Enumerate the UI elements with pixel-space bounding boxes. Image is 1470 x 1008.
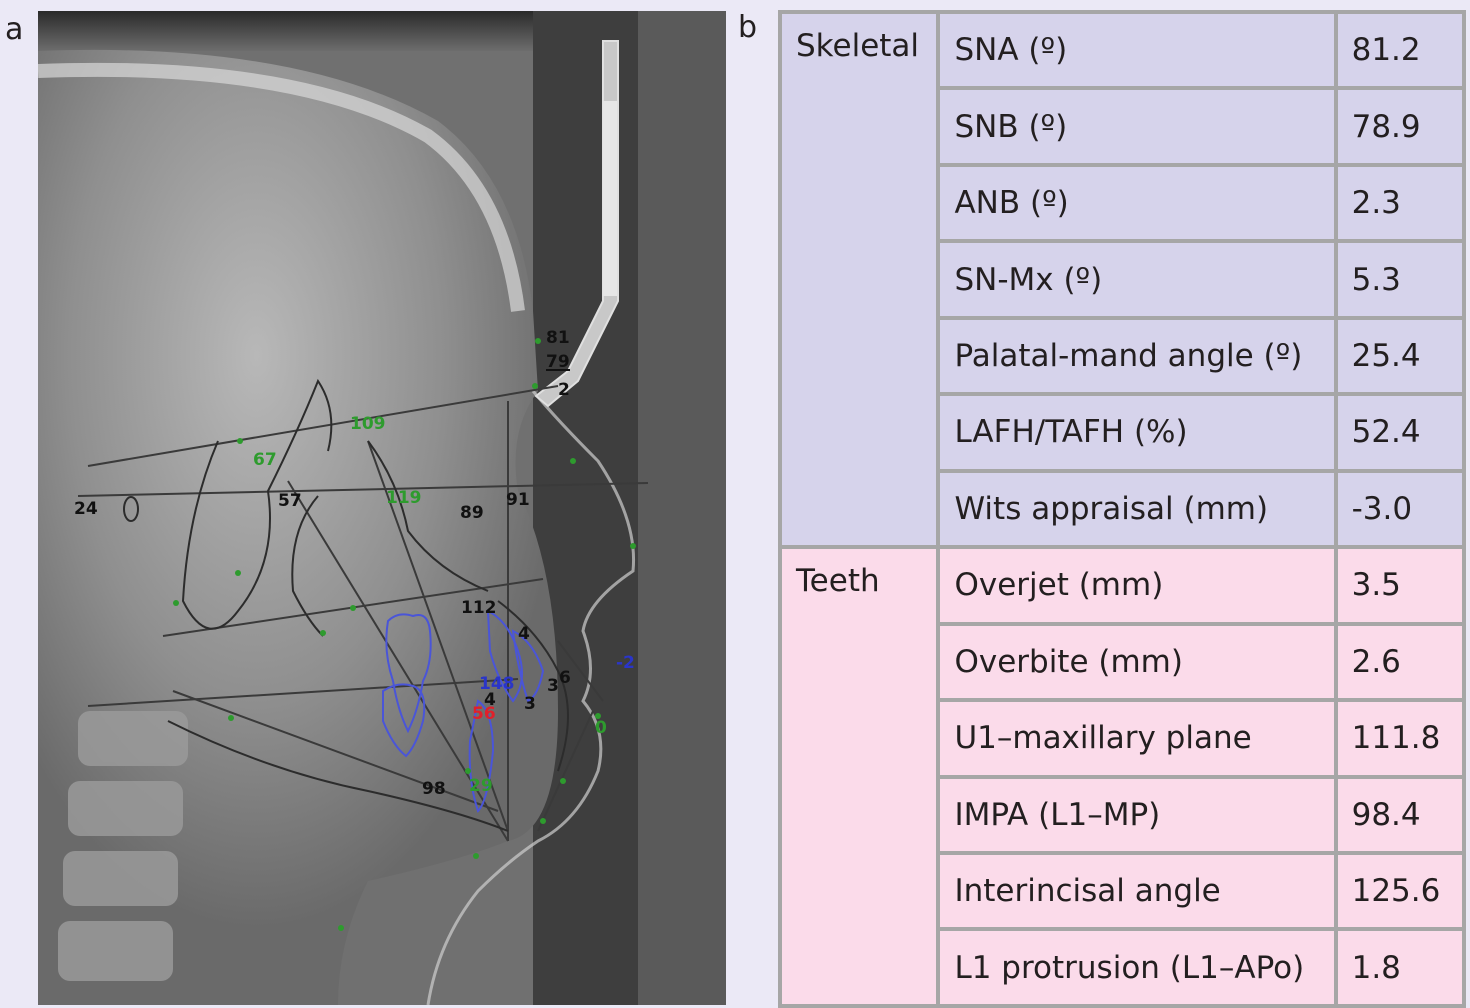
measure-name: Palatal-mand angle (º) xyxy=(940,319,1334,393)
cephalogram-drawing: 81 79 2 109 67 24 57 119 89 91 112 4 -2 … xyxy=(38,11,726,1005)
measure-value: 111.8 xyxy=(1337,702,1462,775)
table-row: Teeth Overjet (mm) 3.5 xyxy=(782,549,1462,1004)
cephalometric-radiograph: 81 79 2 109 67 24 57 119 89 91 112 4 -2 … xyxy=(38,11,726,1005)
annotation-148: 148 xyxy=(479,674,515,694)
group-teeth-label: Teeth xyxy=(782,549,937,1004)
annotation-67: 67 xyxy=(253,450,277,470)
annotation-56: 56 xyxy=(472,704,496,724)
measure-name: L1 protrusion (L1–APo) xyxy=(940,931,1334,1004)
annotation-112: 112 xyxy=(461,598,497,618)
annotation-29: 29 xyxy=(469,776,493,796)
panel-label-b: b xyxy=(738,10,758,45)
measure-name: ANB (º) xyxy=(940,166,1334,240)
measure-name: SNB (º) xyxy=(940,90,1334,163)
measure-value: 52.4 xyxy=(1337,396,1462,469)
table-row: L1 protrusion (L1–APo) 1.8 xyxy=(782,931,1462,1004)
table-row: U1–maxillary plane 111.8 xyxy=(782,702,1462,775)
measure-value: 3.5 xyxy=(1337,549,1462,622)
table-row: Skeletal SNA (º) 81.2 xyxy=(782,14,1462,546)
measure-name: Wits appraisal (mm) xyxy=(940,472,1334,546)
measure-value: 1.8 xyxy=(1337,931,1462,1004)
table-row: LAFH/TAFH (%) 52.4 xyxy=(782,396,1462,469)
measure-name: U1–maxillary plane xyxy=(940,702,1334,775)
annotation-89: 89 xyxy=(460,503,484,523)
annotation-3-upper: 3 xyxy=(547,676,559,696)
table-row: Interincisal angle 125.6 xyxy=(782,854,1462,928)
table-row: SNB (º) 78.9 xyxy=(782,90,1462,163)
table-row: Wits appraisal (mm) -3.0 xyxy=(782,472,1462,546)
table-row: ANB (º) 2.3 xyxy=(782,166,1462,240)
annotation-98: 98 xyxy=(422,779,446,799)
annotation-24: 24 xyxy=(74,499,98,519)
measure-name: SN-Mx (º) xyxy=(940,243,1334,316)
measure-value: 2.3 xyxy=(1337,166,1462,240)
annotation-minus-2: -2 xyxy=(616,653,635,673)
panel-label-a: a xyxy=(5,12,24,47)
annotation-0: 0 xyxy=(595,718,607,738)
annotation-91: 91 xyxy=(506,490,530,510)
measure-name: Interincisal angle xyxy=(940,854,1334,928)
annotation-4-lower: 4 xyxy=(484,690,496,710)
group-skeletal-label: Skeletal xyxy=(782,14,937,546)
measure-value: 2.6 xyxy=(1337,625,1462,699)
sna-annotation: 81 xyxy=(546,328,570,348)
table-row: Palatal-mand angle (º) 25.4 xyxy=(782,319,1462,393)
measure-value: 125.6 xyxy=(1337,854,1462,928)
table-row: SN-Mx (º) 5.3 xyxy=(782,243,1462,316)
annotation-3-lower: 3 xyxy=(524,694,536,714)
snb-annotation: 79 xyxy=(546,352,570,372)
measure-name: IMPA (L1–MP) xyxy=(940,778,1334,851)
cephalometric-measurements-table: Skeletal SNA (º) 81.2 SNB (º) 78.9 ANB (… xyxy=(778,10,1466,1008)
anb-annotation: 2 xyxy=(558,380,570,400)
measure-value: 25.4 xyxy=(1337,319,1462,393)
measure-value: 78.9 xyxy=(1337,90,1462,163)
measure-name: SNA (º) xyxy=(940,14,1334,87)
annotation-109: 109 xyxy=(350,414,386,434)
measure-value: 81.2 xyxy=(1337,14,1462,87)
measure-name: LAFH/TAFH (%) xyxy=(940,396,1334,469)
measure-value: 98.4 xyxy=(1337,778,1462,851)
table-row: IMPA (L1–MP) 98.4 xyxy=(782,778,1462,851)
annotation-6: 6 xyxy=(559,668,571,688)
measure-value: 5.3 xyxy=(1337,243,1462,316)
table-row: Overbite (mm) 2.6 xyxy=(782,625,1462,699)
annotation-119: 119 xyxy=(386,488,422,508)
annotation-57: 57 xyxy=(278,491,302,511)
measure-name: Overjet (mm) xyxy=(940,549,1334,622)
annotation-4: 4 xyxy=(518,624,530,644)
measure-name: Overbite (mm) xyxy=(940,625,1334,699)
measure-value: -3.0 xyxy=(1337,472,1462,546)
